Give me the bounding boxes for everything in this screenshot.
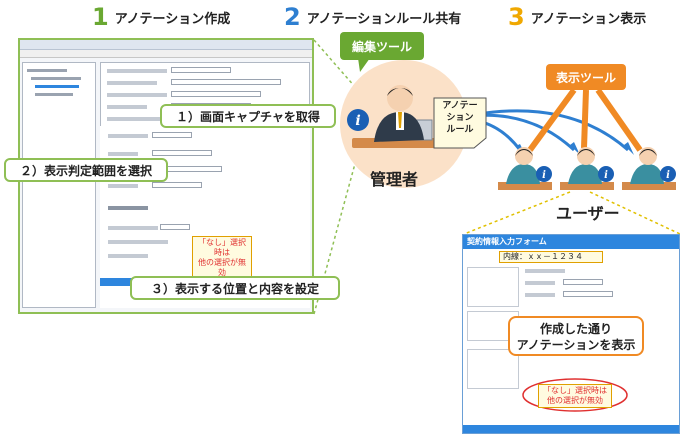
right-note-ellipse: [522, 378, 628, 412]
rule-card-shape: [433, 97, 487, 149]
window-tree-pane: [22, 62, 96, 308]
callout-select-range: ２）表示判定範囲を選択: [4, 158, 168, 182]
callout-capture: １）画面キャプチャを取得: [160, 104, 336, 128]
yellow-dotted-line-left: [463, 191, 571, 235]
step-2-heading: 2 アノテーションルール共有: [284, 4, 461, 30]
display-result-callout: 作成した通り アノテーションを表示: [508, 316, 644, 356]
svg-text:i: i: [355, 113, 360, 129]
display-tool-bubble: 表示ツール: [546, 64, 626, 90]
users-label: ユーザー: [556, 204, 620, 223]
step-1-number: 1: [92, 3, 109, 31]
user-form-left-block: [467, 267, 519, 307]
edit-tool-bubble: 編集ツール: [340, 32, 424, 60]
callout-set-position: ３）表示する位置と内容を設定: [130, 276, 340, 300]
user-form-bottom-bar: [463, 425, 679, 433]
user-form-annotation-header: 内線：ｘｘ－１２３４: [499, 251, 603, 263]
svg-text:i: i: [666, 170, 670, 181]
step-3-number: 3: [508, 3, 525, 31]
step-2-number: 2: [284, 3, 301, 31]
right-annotation-note: 「なし」選択時は 他の選択が無効: [538, 384, 612, 408]
user-2: i: [560, 147, 614, 190]
step-1-label: アノテーション作成: [114, 11, 231, 27]
user-form-title: 契約情報入力フォーム: [463, 235, 679, 249]
window-menubar: [20, 50, 312, 58]
orange-ray-3: [595, 88, 643, 152]
svg-text:i: i: [542, 170, 546, 181]
orange-ray-1: [527, 88, 577, 152]
window-titlebar: [20, 40, 312, 50]
left-annotation-note: 「なし」選択時は 他の選択が無効: [192, 236, 252, 280]
step-2-label: アノテーションルール共有: [306, 11, 462, 27]
user-1: i: [498, 147, 552, 190]
step-1-heading: 1 アノテーション作成: [92, 4, 230, 30]
admin-label: 管理者: [370, 170, 419, 189]
green-dotted-line-top: [313, 39, 357, 89]
svg-text:i: i: [604, 170, 608, 181]
blue-arrowhead-3: [624, 142, 634, 155]
yellow-dotted-line-right: [589, 191, 681, 235]
users-figures: i i i: [498, 147, 676, 190]
step-3-heading: 3 アノテーション表示: [508, 4, 646, 30]
orange-ray-2: [581, 89, 589, 149]
rule-card-label: アノテー ション ルール: [442, 101, 478, 135]
step-3-label: アノテーション表示: [530, 11, 647, 27]
admin-figure: i: [347, 85, 448, 148]
edit-tool-bubble-tail: [358, 58, 370, 72]
blue-arrowhead-2: [570, 142, 580, 155]
user-3: i: [622, 147, 676, 190]
